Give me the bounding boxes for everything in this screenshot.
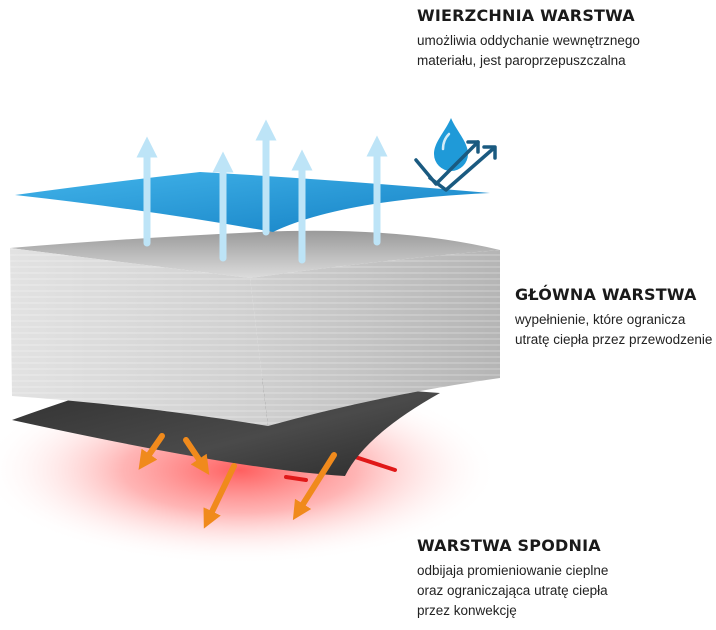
middle-layer [10,230,500,426]
top-layer-label: WIERZCHNIA WARSTWA umożliwia oddychanie … [417,6,640,71]
middle-layer-desc-line-1: wypełnienie, które ogranicza [515,312,686,327]
heat-arrow-icon [292,452,337,521]
heat-arrow-icon [183,437,210,475]
middle-layer-desc-line-2: utratę ciepła przez przewodzenie [515,332,713,347]
bottom-layer-label: WARSTWA SPODNIA odbijaja promieniowanie … [417,536,608,621]
bottom-layer-desc-line-2: oraz ograniczająca utratę ciepła [417,583,608,598]
bottom-layer-desc-line-3: przez konwekcję [417,603,517,618]
heat-arrows [138,433,337,529]
breathable-check-icon [414,140,497,192]
middle-layer-label: GŁÓWNA WARSTWA wypełnienie, które ograni… [515,285,712,350]
middle-layer-title: GŁÓWNA WARSTWA [515,285,697,304]
bottom-layer-title: WARSTWA SPODNIA [417,536,601,555]
bottom-layer-desc-line-1: odbijaja promieniowanie cieplne [417,563,609,578]
top-layer-desc-line-1: umożliwia oddychanie wewnętrznego [417,33,640,48]
heat-arrow-icon [203,463,237,529]
top-layer-desc-line-2: materiału, jest paroprzepuszczalna [417,53,626,68]
top-layer-title: WIERZCHNIA WARSTWA [417,6,635,25]
vapor-arrows [136,119,388,264]
heat-arrow-icon [138,433,165,470]
water-drop-icon [434,118,468,171]
top-layer [15,172,490,232]
